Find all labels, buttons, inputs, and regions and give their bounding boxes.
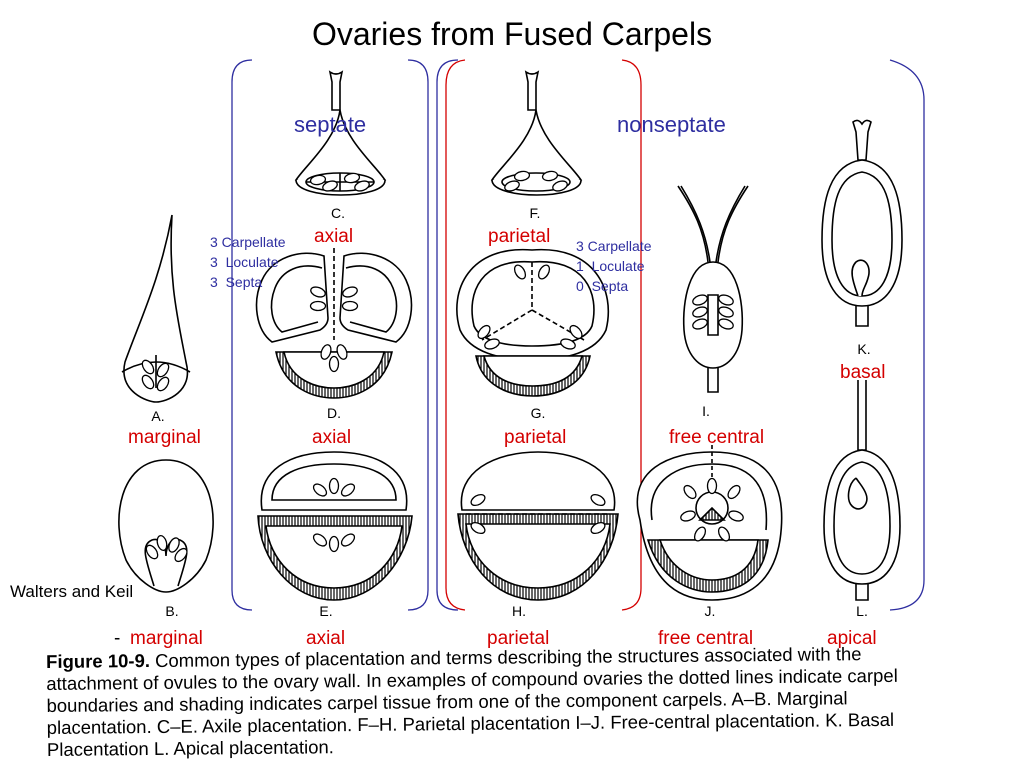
figure-letter-f: F. <box>529 205 541 221</box>
figure-letter-c: C. <box>331 205 345 221</box>
figure-letter-d: D. <box>327 405 341 421</box>
bottom-label-parietal: parietal <box>487 628 550 649</box>
label-c-axial: axial <box>314 226 354 247</box>
figure-e-longitudinal-section <box>257 451 413 601</box>
septate-info-line: 3 Septa <box>210 274 263 290</box>
figure-b-cross-section <box>118 459 214 593</box>
figure-i-pistil <box>677 185 749 393</box>
figure-d-cross-section <box>255 248 413 399</box>
bottom-label-apical: apical <box>827 628 877 649</box>
figure-letter-k: K. <box>857 341 871 357</box>
label-parietal: parietal <box>504 427 567 448</box>
caption-text: Common types of placentation and terms d… <box>46 643 898 760</box>
septate-info-line: 3 Carpellate <box>210 234 286 250</box>
bottom-label-marginal: marginal <box>130 628 203 649</box>
page-title: Ovaries from Fused Carpels <box>311 16 713 52</box>
label-axial: axial <box>312 427 352 448</box>
figure-letter-e: E. <box>319 603 333 619</box>
nonseptate-group-bracket <box>436 59 925 611</box>
label-marginal: marginal <box>128 427 201 448</box>
septate-label: septate <box>294 112 367 137</box>
figure-letter-g: G. <box>530 405 546 421</box>
figure-letter-j: J. <box>704 603 716 619</box>
nonseptate-info-line: 3 Carpellate <box>576 238 652 254</box>
bottom-label-axial: axial <box>306 628 346 649</box>
nonseptate-info-line: 0 Septa <box>576 278 629 294</box>
bottom-dash: - <box>114 628 121 649</box>
figure-caption: Figure 10-9. Common types of placentatio… <box>46 642 947 761</box>
figure-letter-h: H. <box>512 603 526 619</box>
nonseptate-label: nonseptate <box>617 112 726 137</box>
nonseptate-info-line: 1 Loculate <box>576 258 645 274</box>
bottom-label-free-central: free central <box>658 628 754 649</box>
label-f-parietal: parietal <box>488 226 551 247</box>
figure-j-longitudinal-section <box>636 445 783 601</box>
figure-letter-l: L. <box>856 603 868 619</box>
figure-letter-b: B. <box>165 603 179 619</box>
credit-text: Walters and Keil <box>10 582 134 601</box>
parietal-group-bracket <box>445 59 642 611</box>
label-free-central: free central <box>669 427 765 448</box>
figure-letter-a: A. <box>151 408 165 424</box>
figure-h-longitudinal-section <box>457 451 619 601</box>
nonseptate-info: 3 Carpellate 1 Loculate 0 Septa <box>576 236 652 296</box>
figure-a-pistil <box>121 214 191 403</box>
septate-info-line: 3 Loculate <box>210 254 279 270</box>
figure-letter-i: I. <box>702 403 710 419</box>
figure-g-cross-section <box>456 248 610 397</box>
label-k-basal: basal <box>840 362 886 383</box>
figure-k-pistil <box>821 119 903 327</box>
figure-l-pistil <box>823 380 901 601</box>
septate-info: 3 Carpellate 3 Loculate 3 Septa <box>210 232 286 292</box>
figure-f-pistil <box>490 70 583 196</box>
caption-figure-label: Figure 10-9. <box>46 650 151 672</box>
septate-group-bracket <box>231 59 429 611</box>
figure-c-pistil <box>294 70 387 196</box>
